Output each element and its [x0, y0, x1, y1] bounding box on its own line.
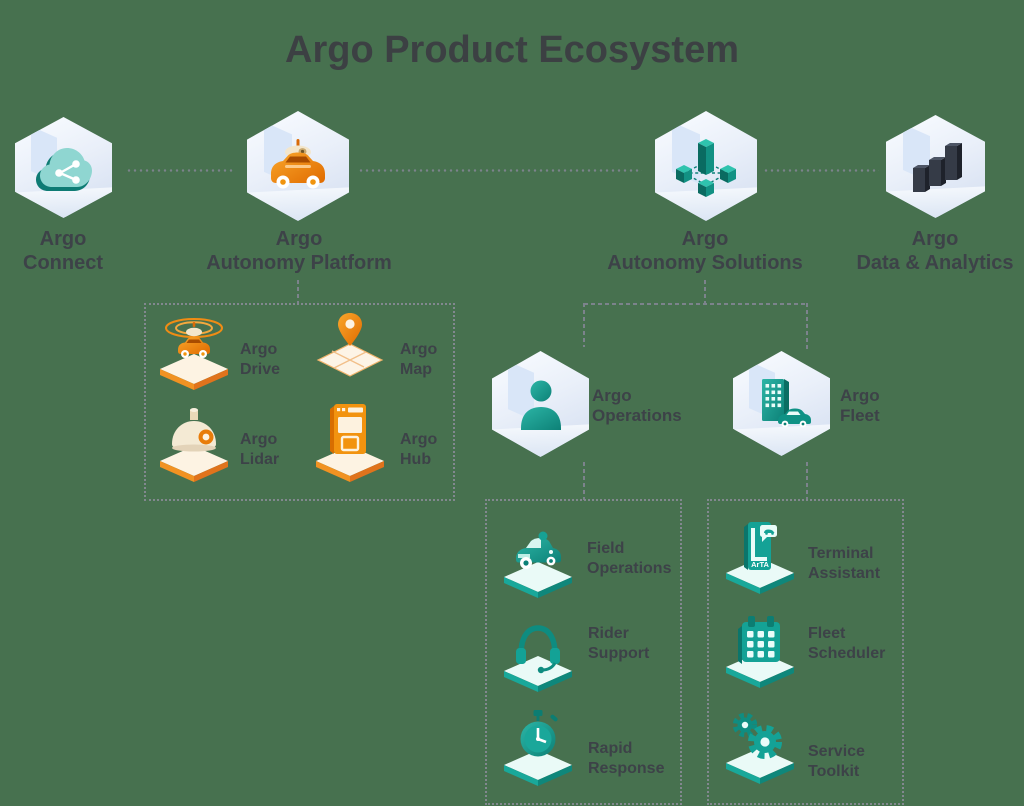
- cube-network-icon: [676, 139, 736, 197]
- connector-operations-box: [583, 462, 585, 500]
- label-argo-connect: Argo Connect: [0, 227, 163, 275]
- platform-product-drive: [152, 306, 236, 395]
- label-argo-operations: Argo Operations: [592, 386, 682, 426]
- terminal-device-label: ArTA: [751, 560, 769, 569]
- lidar-sensor-icon: [160, 408, 228, 482]
- label-argo-lidar: Argo Lidar: [240, 430, 279, 470]
- page-title: Argo Product Ecosystem: [285, 29, 739, 72]
- branch-horizontal: [584, 303, 808, 305]
- hexagon-argo-fleet: [733, 351, 830, 456]
- label-line: Fleet: [808, 625, 846, 642]
- label-line: Argo: [240, 341, 278, 358]
- gears-icon: [726, 712, 794, 784]
- label-line: Autonomy Platform: [206, 252, 392, 274]
- label-line: Operations: [592, 406, 682, 425]
- label-argo-map: Argo Map: [400, 340, 437, 380]
- label-line: Response: [588, 760, 665, 777]
- map-pin-icon: [316, 313, 384, 377]
- operations-product-rider: [496, 608, 580, 697]
- platform-products-box: [144, 303, 455, 501]
- label-line: Operations: [587, 560, 672, 577]
- label-line: Lidar: [240, 451, 280, 468]
- branch-to-operations: [583, 303, 585, 347]
- label-line: Support: [588, 645, 650, 662]
- label-argo-drive: Argo Drive: [240, 340, 280, 380]
- label-line: Assistant: [808, 565, 881, 582]
- label-line: Rapid: [588, 740, 633, 757]
- headset-icon: [504, 625, 572, 692]
- connector-fleet-box: [806, 462, 808, 500]
- app-window-icon: [316, 404, 384, 482]
- label-line: Rider: [588, 625, 629, 642]
- label-line: Data & Analytics: [856, 252, 1014, 274]
- branch-to-fleet: [806, 303, 808, 349]
- connector-platform-box: [297, 280, 299, 304]
- stopwatch-icon: [504, 710, 572, 786]
- label-line: Fleet: [840, 406, 880, 425]
- label-service-toolkit: Service Toolkit: [808, 742, 865, 782]
- operations-product-field: [496, 514, 580, 603]
- label-line: Argo: [39, 228, 87, 250]
- label-line: Service: [808, 743, 865, 760]
- label-argo-autonomy-platform: Argo Autonomy Platform: [178, 227, 420, 275]
- label-line: Hub: [400, 451, 432, 468]
- label-field-operations: Field Operations: [587, 539, 671, 579]
- platform-product-lidar: [152, 398, 236, 487]
- label-rider-support: Rider Support: [588, 624, 649, 664]
- bar-chart-icon: [912, 142, 962, 192]
- label-line: Argo: [275, 228, 323, 250]
- label-argo-hub: Argo Hub: [400, 430, 437, 470]
- hexagon-argo-autonomy-solutions: [655, 111, 757, 221]
- label-line: Argo: [840, 386, 880, 405]
- label-line: Argo: [911, 228, 959, 250]
- hexagon-argo-connect: [15, 117, 112, 218]
- label-line: Argo: [681, 228, 729, 250]
- label-line: Toolkit: [808, 763, 860, 780]
- operations-products-box: [485, 499, 682, 805]
- connector-connect-platform: [126, 169, 234, 172]
- label-line: Argo: [592, 386, 632, 405]
- fleet-product-toolkit: [718, 700, 802, 789]
- label-line: Field: [587, 540, 625, 557]
- label-fleet-scheduler: Fleet Scheduler: [808, 624, 885, 664]
- label-line: Argo: [400, 341, 438, 358]
- calendar-icon: [726, 616, 794, 688]
- connector-platform-solutions: [358, 169, 642, 172]
- cloud-share-icon: [35, 147, 92, 191]
- label-line: Drive: [240, 361, 281, 378]
- hexagon-argo-data-analytics: [886, 115, 985, 218]
- radar-car-icon: [160, 318, 228, 390]
- connector-solutions-branch: [704, 280, 706, 304]
- platform-product-hub: [308, 398, 392, 487]
- fleet-product-scheduler: [718, 604, 802, 693]
- operations-product-rapid: [496, 702, 580, 791]
- autonomous-car-icon: [271, 139, 325, 189]
- tablet-icon: ArTA: [726, 522, 794, 594]
- label-line: Scheduler: [808, 645, 886, 662]
- building-car-icon: [761, 378, 811, 427]
- connector-solutions-analytics: [763, 169, 879, 172]
- fleet-products-box: [707, 499, 904, 805]
- label-rapid-response: Rapid Response: [588, 739, 664, 779]
- label-argo-data-analytics: Argo Data & Analytics: [835, 227, 1024, 275]
- fleet-product-terminal: ArTA: [718, 510, 802, 599]
- label-line: Terminal: [808, 545, 874, 562]
- hexagon-argo-operations: [492, 351, 589, 457]
- label-line: Argo: [240, 431, 278, 448]
- label-line: Autonomy Solutions: [607, 252, 803, 274]
- label-line: Map: [400, 361, 432, 378]
- platform-product-map: [308, 306, 392, 395]
- label-argo-autonomy-solutions: Argo Autonomy Solutions: [584, 227, 826, 275]
- label-line: Argo: [400, 431, 438, 448]
- service-vehicle-icon: [504, 531, 572, 598]
- person-icon: [520, 380, 561, 430]
- label-terminal-assistant: Terminal Assistant: [808, 544, 880, 584]
- label-line: Connect: [23, 252, 103, 274]
- label-argo-fleet: Argo Fleet: [840, 386, 880, 426]
- hexagon-argo-autonomy-platform: [247, 111, 349, 221]
